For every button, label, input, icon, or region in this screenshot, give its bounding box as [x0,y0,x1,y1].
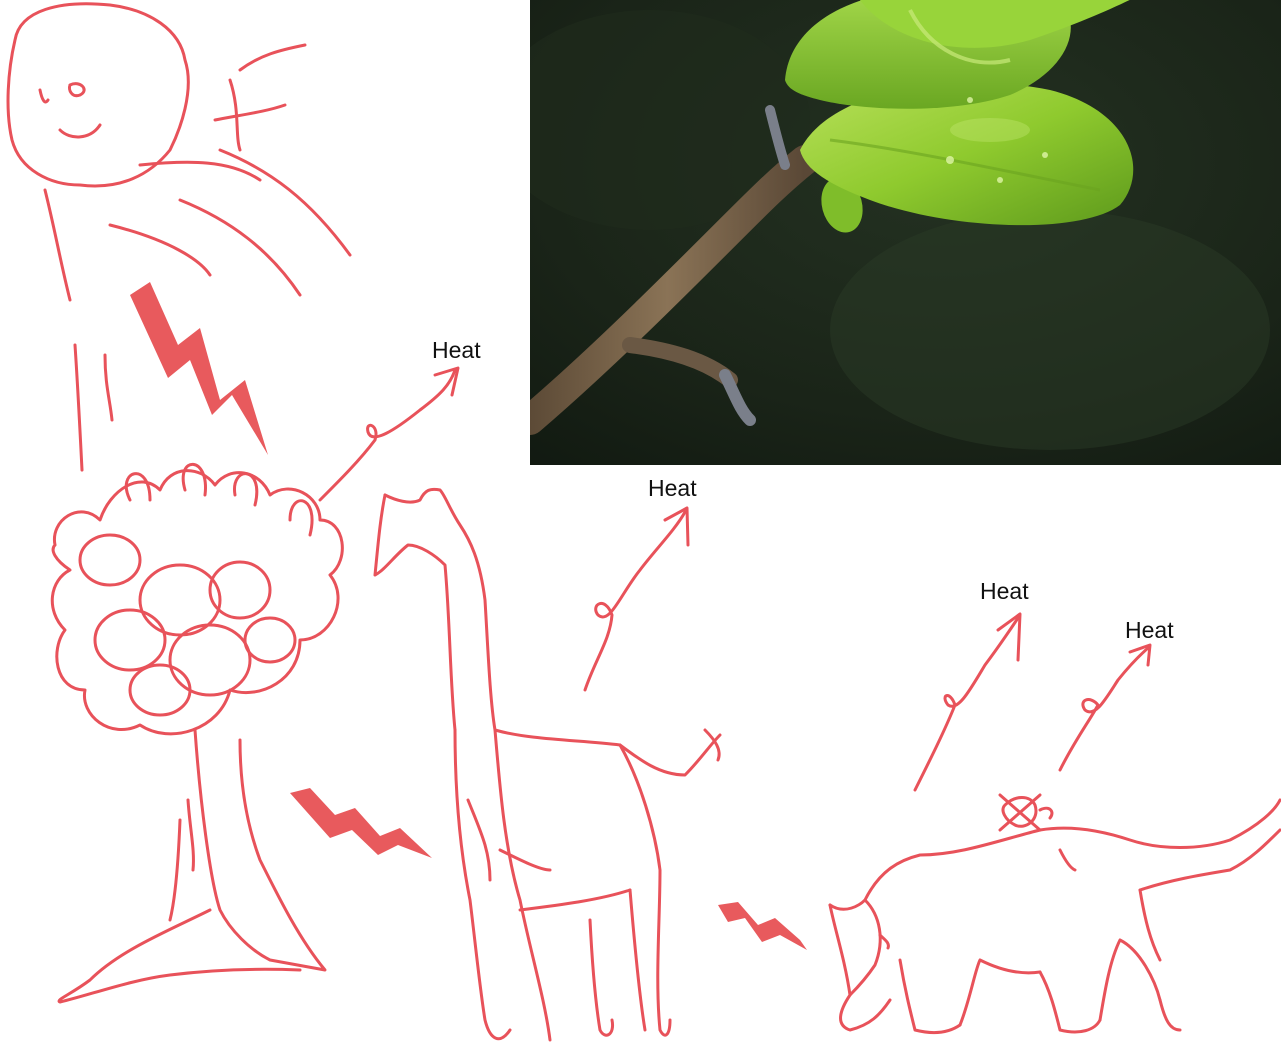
heat-label-4: Heat [1125,619,1174,642]
heat-label-3: Heat [980,580,1029,603]
sun-figure-sketch [8,4,350,470]
lightning-bolt-icon [290,788,432,858]
heat-arrow-2 [585,508,688,690]
lightning-bolt-icon [718,902,807,950]
heat-arrow-4 [1060,645,1150,770]
giraffe-sketch [375,489,720,1040]
lightning-bolt-icon [130,282,268,455]
lion-sketch [830,795,1280,1032]
heat-arrow-1 [320,368,458,500]
heat-arrow-3 [915,614,1020,790]
heat-label-1: Heat [432,339,481,362]
heat-label-2: Heat [648,477,697,500]
tree-sketch [52,464,342,1002]
